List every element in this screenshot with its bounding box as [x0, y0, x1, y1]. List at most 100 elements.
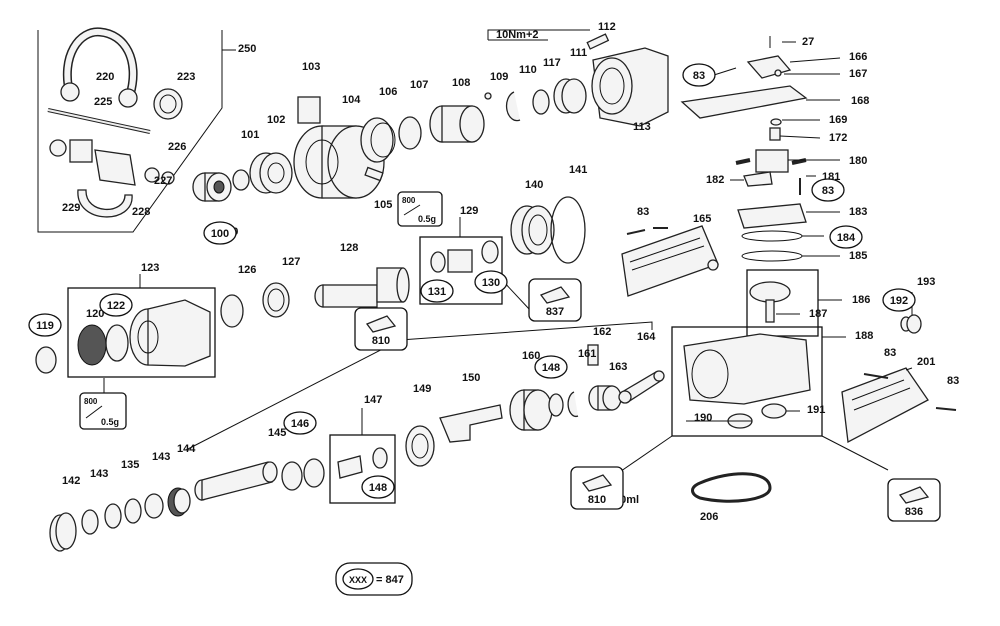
part-206: [691, 472, 772, 503]
part-150: [439, 404, 503, 443]
part-127: [262, 282, 290, 318]
part-145: [194, 461, 278, 501]
circled-label-c100: 100: [203, 221, 237, 245]
circled-label-c119: 119: [28, 313, 62, 337]
part-111: [553, 78, 587, 114]
part-119: [35, 346, 57, 374]
part-label-l169: 169: [829, 114, 847, 126]
circle-outline: [682, 63, 716, 87]
part-label-l185: 185: [849, 250, 867, 262]
part-117: [532, 89, 550, 115]
circled-label-c148a: 148: [534, 355, 568, 379]
part-193: [900, 314, 922, 334]
boxed-label-b810a: 810: [354, 307, 408, 351]
circle-outline: [882, 288, 916, 312]
part-label-l206: 206: [700, 511, 718, 523]
part-128: [314, 267, 410, 308]
part-label-l187: 187: [809, 308, 827, 320]
circled-label-text: 146: [291, 418, 309, 430]
part-label-l109: 109: [490, 71, 508, 83]
part-label-l145: 145: [268, 427, 286, 439]
part-107: [398, 116, 422, 150]
part-147: [337, 447, 388, 479]
part-label-l105: 105: [374, 199, 392, 211]
part-label-l108: 108: [452, 77, 470, 89]
boxed-label-text: 836: [905, 506, 923, 518]
part-102: [249, 152, 293, 194]
part-129: [430, 240, 499, 273]
part-label-l160: 160: [522, 350, 540, 362]
part-103: [297, 96, 321, 124]
part-105: [364, 166, 384, 182]
circle-outline: [361, 475, 395, 499]
part-135: [104, 503, 122, 529]
part-162: [587, 344, 599, 366]
circled-label-text: 192: [890, 295, 908, 307]
part-label-l111: 111: [570, 47, 587, 59]
part-label-l83a: 83: [637, 206, 649, 218]
part-143b: [144, 493, 164, 519]
boxed-kit-numbers: 810 837 836 810: [354, 278, 941, 522]
circled-label-text: 131: [428, 286, 446, 298]
kit-sample-icon: [539, 286, 571, 304]
circled-label-text: 184: [837, 232, 856, 244]
part-112: [586, 33, 610, 50]
part-label-l144: 144: [177, 443, 196, 455]
part-126: [220, 294, 244, 328]
part-label-l123: 123: [141, 262, 159, 274]
circled-label-text: 130: [482, 277, 500, 289]
part-108: [429, 105, 485, 143]
legend-value: = 847: [376, 574, 404, 586]
part-label-l183: 183: [849, 206, 867, 218]
part-label-l113: 113: [633, 121, 651, 133]
circled-label-text: 148: [542, 362, 560, 374]
circle-outline: [811, 178, 845, 202]
part-label-l228: 228: [132, 206, 150, 218]
part-label-l101: 101: [241, 129, 259, 141]
circle-outline: [474, 270, 508, 294]
circled-label-c83a: 83: [682, 63, 716, 87]
part-label-l162: 162: [593, 326, 611, 338]
part-label-l141: 141: [569, 164, 587, 176]
part-label-l140: 140: [525, 179, 543, 191]
part-104: [293, 125, 385, 199]
part-140: [510, 205, 555, 255]
part-label-l186: 186: [852, 294, 870, 306]
part-label-l126: 126: [238, 264, 256, 276]
part-123: [77, 299, 211, 367]
circled-label-c184: 184: [829, 225, 863, 249]
part-148a: [548, 393, 564, 417]
part-144: [167, 487, 191, 517]
circled-label-c83b: 83: [811, 178, 845, 202]
circle-outline: [283, 411, 317, 435]
boxed-label-b810b: 810: [570, 466, 624, 510]
boxed-label-b836: 836: [887, 478, 941, 522]
housing-top-cluster: [680, 36, 819, 337]
boxed-label-text: 810: [588, 494, 606, 506]
part-label-l164: 164: [637, 331, 656, 343]
part-label-l142: 142: [62, 475, 80, 487]
part-101: [232, 169, 250, 191]
part-123-frame: [67, 287, 216, 378]
circled-label-c122: 122: [99, 293, 133, 317]
legend: XXX = 847: [335, 562, 413, 596]
circled-label-c131: 131: [420, 279, 454, 303]
part-label-l168: 168: [851, 95, 869, 107]
part-label-l163: 163: [609, 361, 627, 373]
part-label-l223: 223: [177, 71, 195, 83]
part-100: [192, 172, 232, 202]
part-label-l147: 147: [364, 394, 382, 406]
part-146a: [281, 461, 303, 491]
circled-label-c146: 146: [283, 411, 317, 435]
part-label-l135: 135: [121, 459, 139, 471]
circled-label-text: 83: [822, 185, 834, 197]
part-label-l220: 220: [96, 71, 114, 83]
part-label-l117: 117: [543, 57, 561, 69]
boxed-label-text: 837: [546, 306, 564, 318]
part-163: [588, 385, 622, 411]
part-label-l120: 120: [86, 308, 104, 320]
knob-part: [153, 88, 183, 120]
part-label-l227: 227: [154, 175, 172, 187]
